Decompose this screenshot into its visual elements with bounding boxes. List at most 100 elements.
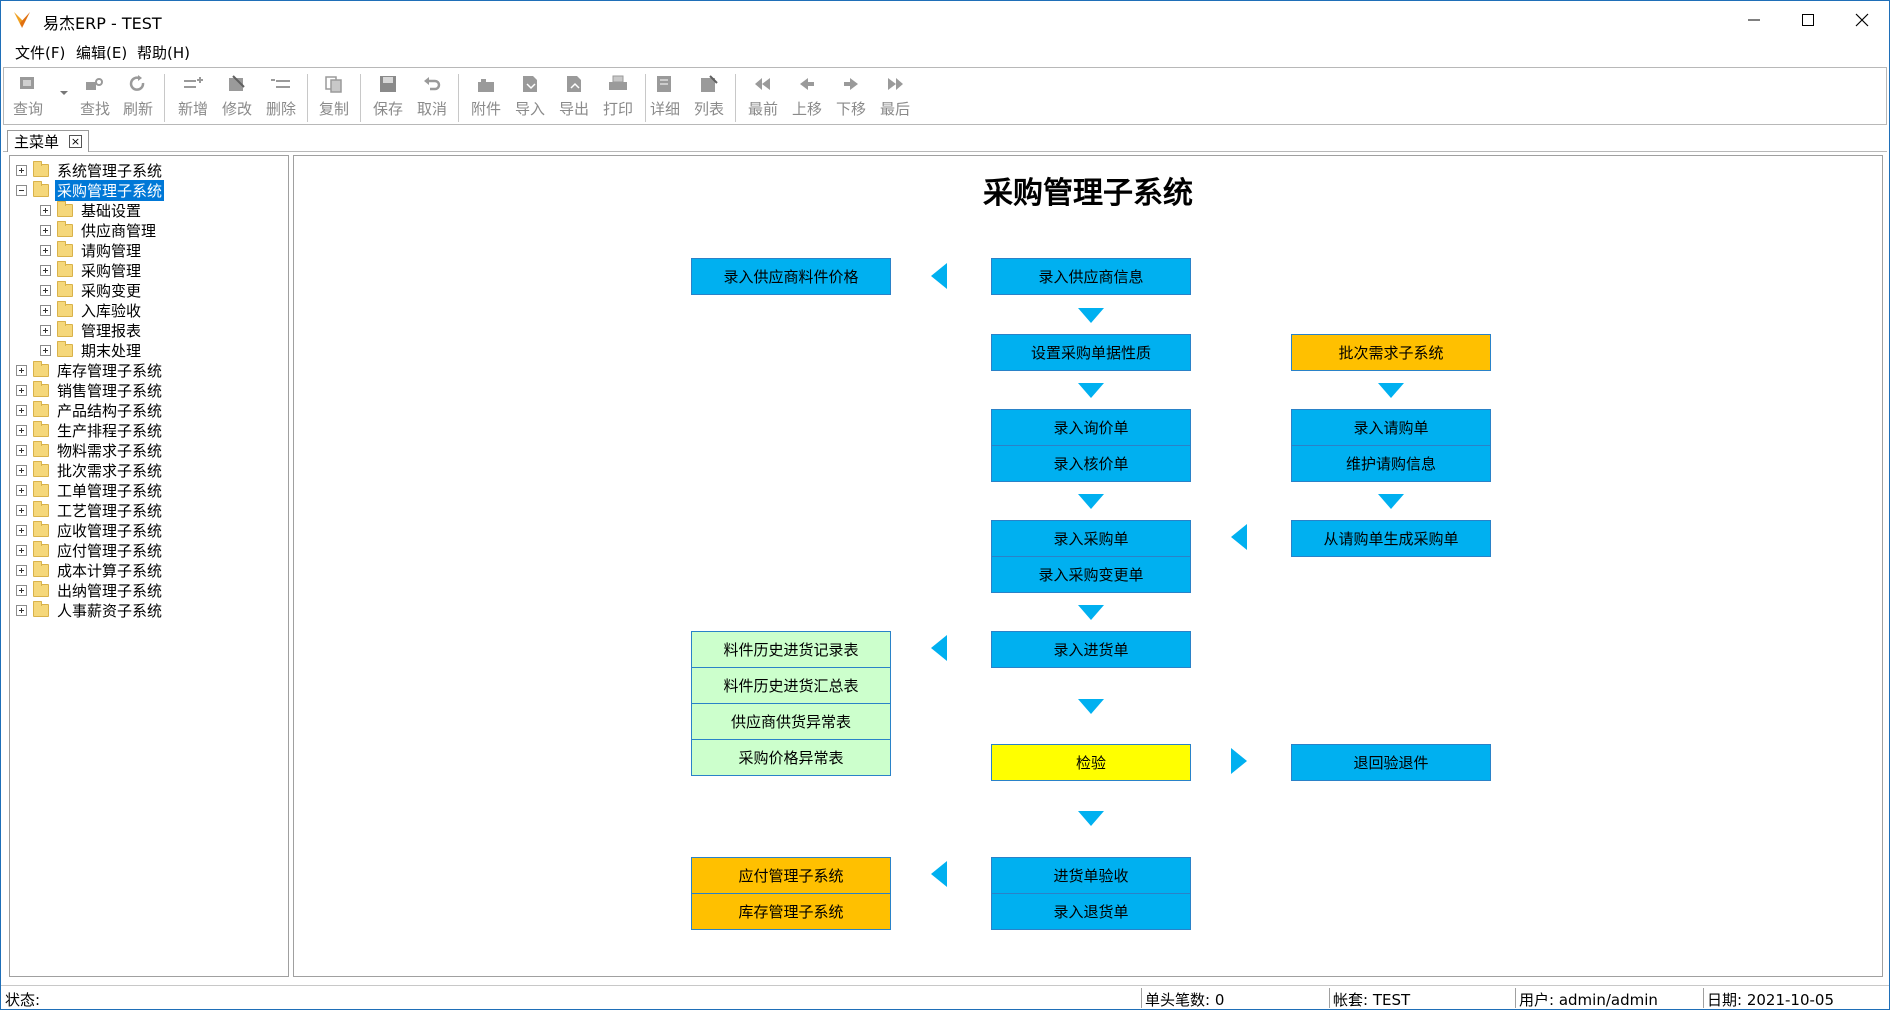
chevron-down-icon[interactable]: [58, 88, 70, 98]
save-button[interactable]: 保存: [366, 72, 410, 124]
menu-help[interactable]: 帮助(H): [137, 44, 190, 62]
attach-button[interactable]: 附件: [464, 72, 508, 124]
flow-receipt-accept[interactable]: 进货单验收: [991, 857, 1191, 894]
flow-supplier-price[interactable]: 录入供应商料件价格: [691, 258, 891, 295]
expand-icon[interactable]: [16, 404, 27, 416]
tree-node[interactable]: 工艺管理子系统: [16, 500, 164, 520]
tree-node[interactable]: 物料需求子系统: [16, 440, 164, 460]
tree-node[interactable]: 入库验收: [40, 300, 143, 320]
flow-return-rejected[interactable]: 退回验退件: [1291, 744, 1491, 781]
tree-node[interactable]: 采购变更: [40, 280, 143, 300]
tree-node[interactable]: 销售管理子系统: [16, 380, 164, 400]
arrow-down-icon: [1078, 811, 1104, 826]
tree-node[interactable]: 工单管理子系统: [16, 480, 164, 500]
tab-close-icon[interactable]: ×: [69, 135, 83, 148]
tab-main-menu[interactable]: 主菜单 ×: [7, 130, 90, 152]
tree-node[interactable]: 期末处理: [40, 340, 143, 360]
expand-icon[interactable]: [16, 484, 27, 496]
expand-icon[interactable]: [40, 324, 51, 336]
flow-panel: 采购管理子系统 录入供应商料件价格 录入供应商信息 设置采购单据性质 批次需求子…: [293, 155, 1883, 977]
arrow-down-icon: [1378, 494, 1404, 509]
expand-icon[interactable]: [16, 364, 27, 376]
next-record-button[interactable]: 下移: [829, 72, 873, 124]
menu-edit[interactable]: 编辑(E): [76, 44, 128, 62]
import-button[interactable]: 导入: [508, 72, 552, 124]
tree-node[interactable]: 应收管理子系统: [16, 520, 164, 540]
tree-node-selected[interactable]: 采购管理子系统: [16, 179, 165, 201]
tree-node[interactable]: 供应商管理: [40, 220, 158, 240]
flow-order-props[interactable]: 设置采购单据性质: [991, 334, 1191, 371]
flow-gen-po[interactable]: 从请购单生成采购单: [1291, 520, 1491, 557]
flow-supplier-info[interactable]: 录入供应商信息: [991, 258, 1191, 295]
flow-return-order[interactable]: 录入退货单: [991, 893, 1191, 930]
flow-purchase-order[interactable]: 录入采购单: [991, 520, 1191, 557]
expand-icon[interactable]: [16, 584, 27, 596]
expand-icon[interactable]: [40, 224, 51, 236]
flow-po-change[interactable]: 录入采购变更单: [991, 556, 1191, 593]
tree-node[interactable]: 系统管理子系统: [16, 160, 164, 180]
expand-icon[interactable]: [40, 304, 51, 316]
query-button[interactable]: 查询: [6, 72, 50, 124]
add-icon: [184, 77, 203, 88]
expand-icon[interactable]: [16, 384, 27, 396]
cancel-button[interactable]: 取消: [410, 72, 454, 124]
expand-icon[interactable]: [16, 564, 27, 576]
copy-button[interactable]: 复制: [312, 72, 356, 124]
flow-inspect[interactable]: 检验: [991, 744, 1191, 781]
expand-icon[interactable]: [16, 604, 27, 616]
flow-inventory-system[interactable]: 库存管理子系统: [691, 893, 891, 930]
maximize-button[interactable]: [1781, 1, 1835, 39]
prev-record-button[interactable]: 上移: [785, 72, 829, 124]
expand-icon[interactable]: [16, 464, 27, 476]
flow-maintain-req[interactable]: 维护请购信息: [1291, 445, 1491, 482]
tree-node[interactable]: 采购管理: [40, 260, 143, 280]
list-button[interactable]: 列表: [687, 72, 731, 124]
flow-supplier-abnormal[interactable]: 供应商供货异常表: [691, 703, 891, 740]
expand-icon[interactable]: [40, 244, 51, 256]
flow-ap-system[interactable]: 应付管理子系统: [691, 857, 891, 894]
expand-icon[interactable]: [16, 444, 27, 456]
expand-icon[interactable]: [16, 164, 27, 176]
tree-node[interactable]: 请购管理: [40, 240, 143, 260]
export-button[interactable]: 导出: [552, 72, 596, 124]
flow-quote-check[interactable]: 录入核价单: [991, 445, 1191, 482]
tree-node[interactable]: 应付管理子系统: [16, 540, 164, 560]
tree-node[interactable]: 基础设置: [40, 200, 143, 220]
tree-node[interactable]: 管理报表: [40, 320, 143, 340]
flow-price-abnormal[interactable]: 采购价格异常表: [691, 739, 891, 776]
expand-icon[interactable]: [40, 344, 51, 356]
tree-node[interactable]: 成本计算子系统: [16, 560, 164, 580]
expand-icon[interactable]: [16, 544, 27, 556]
last-record-button[interactable]: 最后: [873, 72, 917, 124]
tree-node[interactable]: 库存管理子系统: [16, 360, 164, 380]
find-button[interactable]: 查找: [73, 72, 117, 124]
detail-button[interactable]: 详细: [643, 72, 687, 124]
tree-node[interactable]: 产品结构子系统: [16, 400, 164, 420]
flow-inquiry[interactable]: 录入询价单: [991, 409, 1191, 446]
refresh-button[interactable]: 刷新: [116, 72, 160, 124]
expand-icon[interactable]: [40, 204, 51, 216]
expand-icon[interactable]: [16, 424, 27, 436]
edit-button[interactable]: 修改: [215, 72, 259, 124]
menu-file[interactable]: 文件(F): [15, 44, 66, 62]
add-button[interactable]: 新增: [171, 72, 215, 124]
flow-hist-record[interactable]: 料件历史进货记录表: [691, 631, 891, 668]
minimize-button[interactable]: [1727, 1, 1781, 39]
delete-button[interactable]: 删除: [259, 72, 303, 124]
expand-icon[interactable]: [40, 284, 51, 296]
expand-icon[interactable]: [16, 524, 27, 536]
tree-node[interactable]: 出纳管理子系统: [16, 580, 164, 600]
tree-node[interactable]: 生产排程子系统: [16, 420, 164, 440]
flow-receipt[interactable]: 录入进货单: [991, 631, 1191, 668]
print-button[interactable]: 打印: [596, 72, 640, 124]
expand-icon[interactable]: [16, 504, 27, 516]
close-window-button[interactable]: [1835, 1, 1889, 39]
expand-icon[interactable]: [40, 264, 51, 276]
flow-requisition[interactable]: 录入请购单: [1291, 409, 1491, 446]
flow-hist-summary[interactable]: 料件历史进货汇总表: [691, 667, 891, 704]
first-record-button[interactable]: 最前: [741, 72, 785, 124]
flow-batch-demand[interactable]: 批次需求子系统: [1291, 334, 1491, 371]
tree-node[interactable]: 人事薪资子系统: [16, 600, 164, 620]
collapse-icon[interactable]: [16, 184, 27, 196]
tree-node[interactable]: 批次需求子系统: [16, 460, 164, 480]
